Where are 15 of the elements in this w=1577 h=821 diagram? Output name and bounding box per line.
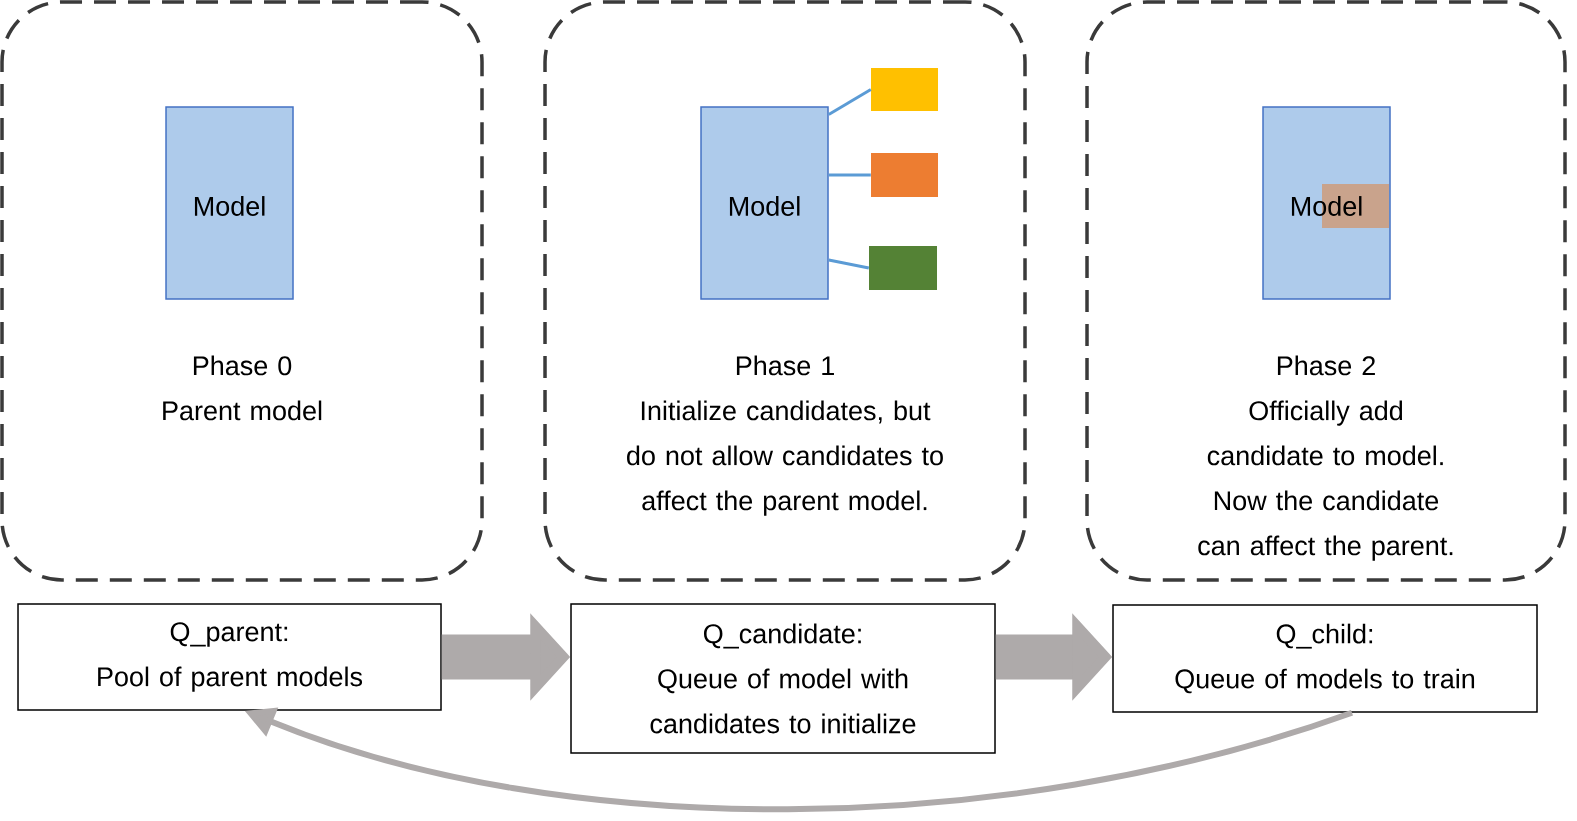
queue-box: Q_candidate: Queue of model with candidates to initialize <box>570 603 996 754</box>
phase-text: Phase 0 Parent model <box>163 355 322 421</box>
phase-text: Phase 2 Officially add candidate to model. Now the candidate can affect the parent. <box>1198 355 1453 561</box>
phase-text: Phase 1 Initialize candidates, but do not allow candidates to affect the parent model. <box>627 355 943 516</box>
candidate-block <box>871 68 938 111</box>
connector-line <box>828 173 871 177</box>
candidate-block <box>871 153 938 197</box>
model-box: Model <box>165 106 294 300</box>
queue-box: Q_child: Queue of models to train <box>1112 604 1538 713</box>
queue-box: Q_parent: Pool of parent models <box>17 603 442 711</box>
connector-line <box>828 258 870 270</box>
model-box: Model <box>700 106 829 300</box>
model-box: Model <box>1262 106 1391 300</box>
candidate-block <box>869 246 937 290</box>
connector-line <box>828 88 872 116</box>
